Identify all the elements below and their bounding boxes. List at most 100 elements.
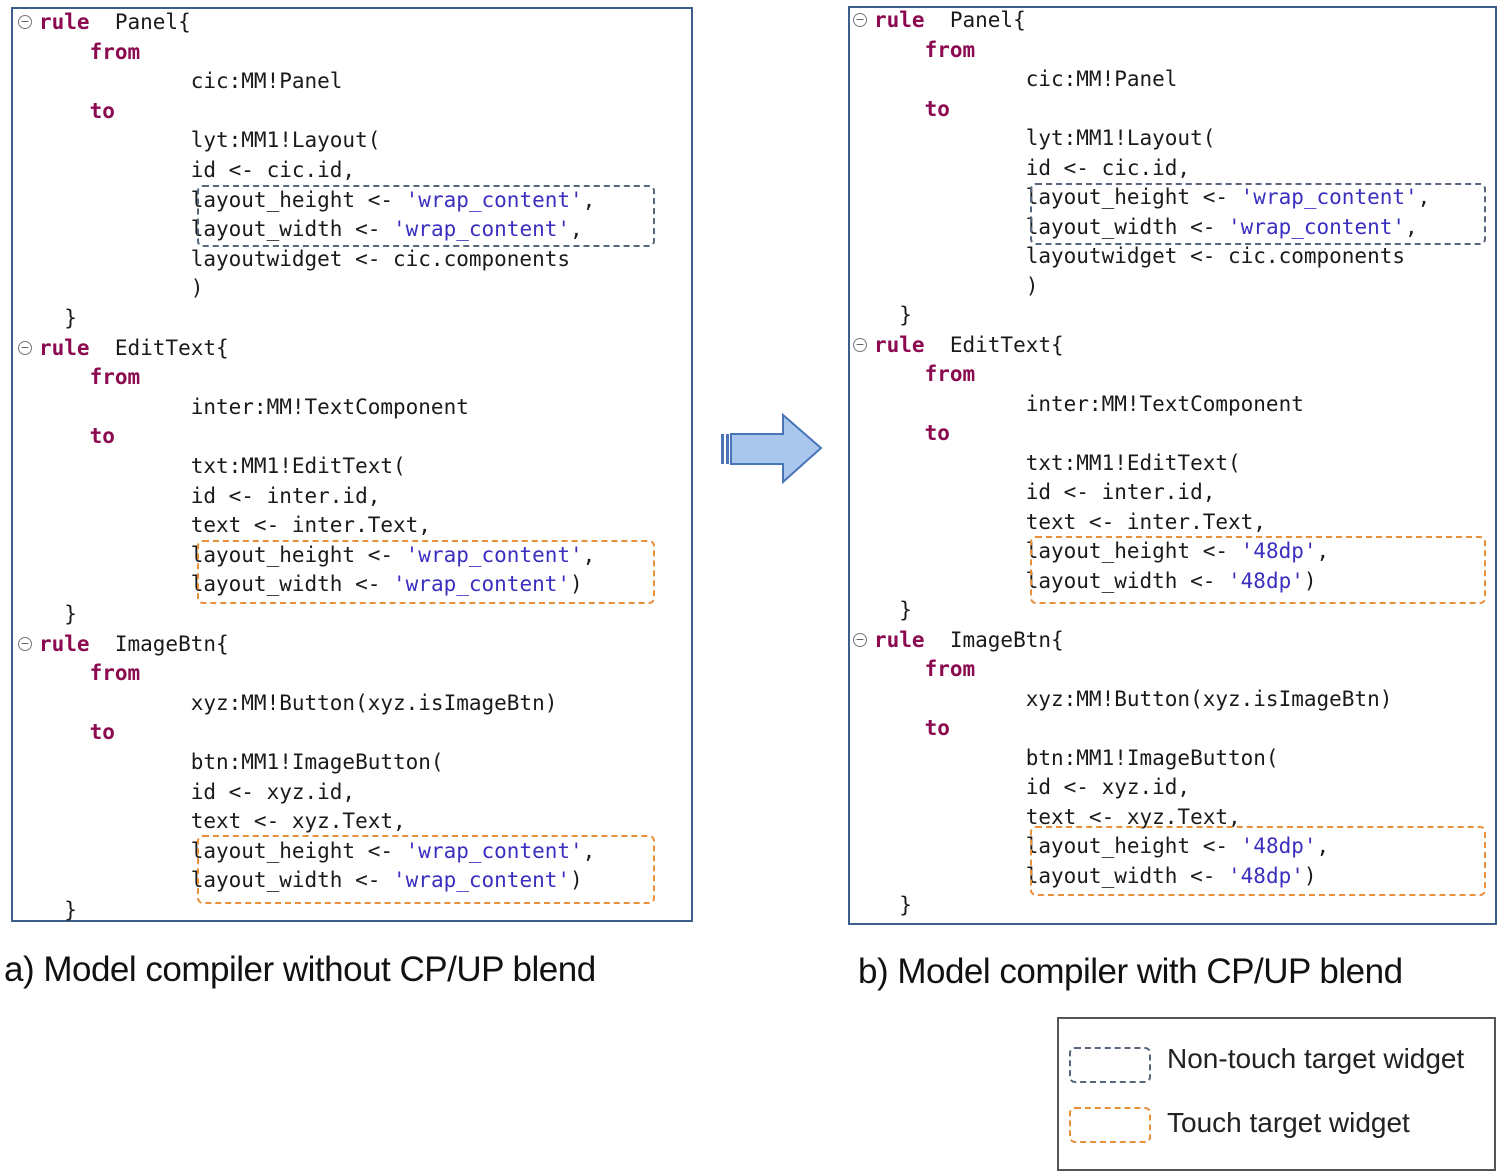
code-text: Panel{ [924, 8, 1026, 32]
code-line: id <- cic.id, [39, 155, 355, 185]
code-keyword: to [924, 716, 950, 740]
code-line: ) [874, 271, 1039, 301]
code-text: layout_height <- [874, 539, 1241, 563]
code-text: inter:MM!TextComponent [39, 394, 469, 419]
code-text: ) [39, 276, 204, 301]
code-line: from [39, 658, 141, 688]
code-line: layout_height <- '48dp', [874, 536, 1329, 566]
code-text: btn:MM1!ImageButton( [39, 750, 444, 774]
code-line: layout_width <- 'wrap_content') [39, 569, 583, 599]
code-text: , [1316, 834, 1330, 858]
code-line: from [39, 37, 141, 67]
code-text: , [582, 542, 596, 567]
code-text: layout_width <- [874, 568, 1229, 593]
collapse-minus-icon[interactable]: − [853, 632, 867, 647]
collapse-minus-icon[interactable]: − [18, 15, 32, 29]
code-keyword: to [924, 96, 950, 121]
code-string: 'wrap_content' [393, 572, 571, 597]
code-text [874, 362, 925, 386]
code-text [874, 716, 925, 740]
code-text [874, 97, 925, 121]
code-line: inter:MM!TextComponent [39, 392, 469, 422]
code-string: 'wrap_content' [405, 187, 583, 212]
code-text: id <- cic.id, [39, 158, 356, 182]
code-line: btn:MM1!ImageButton( [39, 747, 444, 777]
code-line: xyz:MM!Button(xyz.isImageBtn) [39, 688, 558, 718]
code-line: text <- inter.Text, [39, 510, 431, 540]
code-text: ) [1303, 568, 1317, 593]
code-keyword: rule [874, 332, 925, 357]
code-line: id <- xyz.id, [874, 772, 1190, 802]
code-text: layout_width <- [874, 214, 1229, 239]
legend-non-touch-label: Non-touch target widget [1167, 1043, 1465, 1074]
collapse-minus-icon[interactable]: − [853, 337, 867, 352]
code-keyword: to [89, 424, 115, 449]
code-text: xyz:MM!Button(xyz.isImageBtn) [874, 686, 1393, 711]
code-line: layout_width <- '48dp') [874, 861, 1317, 891]
code-line: to [39, 96, 115, 126]
legend: Non-touch target widget Touch target wid… [1057, 1017, 1496, 1171]
code-text: , [1316, 539, 1330, 563]
code-text: id <- inter.id, [874, 480, 1216, 504]
code-keyword: from [89, 661, 141, 686]
code-line: layout_width <- 'wrap_content', [874, 212, 1418, 242]
code-line: layout_height <- 'wrap_content', [39, 540, 596, 570]
code-text [39, 424, 90, 448]
code-text: , [1417, 185, 1431, 209]
code-line: } [39, 895, 77, 925]
code-line: } [874, 300, 912, 330]
code-panel-b: rule Panel{ − from cic:MM!Panel to lyt:MM… [848, 6, 1497, 925]
code-line: inter:MM!TextComponent [874, 389, 1304, 419]
legend-touch-label: Touch target widget [1167, 1107, 1410, 1138]
collapse-minus-icon[interactable]: − [18, 340, 32, 355]
code-text [874, 657, 925, 681]
code-text [39, 661, 90, 685]
caption-a: a) Model compiler without CP/UP blend [4, 950, 596, 989]
code-text: text <- xyz.Text, [874, 804, 1241, 829]
code-text: layout_width <- [39, 572, 394, 597]
code-text: ImageBtn{ [924, 627, 1064, 652]
code-text [39, 40, 90, 64]
code-text: text <- xyz.Text, [39, 809, 406, 834]
code-line: id <- xyz.id, [39, 777, 355, 807]
code-text: , [582, 838, 596, 863]
code-string: '48dp' [1228, 568, 1304, 593]
code-line: lyt:MM1!Layout( [874, 123, 1216, 153]
code-line: rule EditText{ [874, 330, 1064, 360]
code-text: ) [570, 868, 583, 893]
collapse-minus-icon[interactable]: − [18, 636, 32, 651]
code-panel-a: rule Panel{− from cic:MM!Panel to lyt:MM… [11, 7, 693, 922]
collapse-minus-icon[interactable]: − [853, 13, 867, 27]
touch-widget-box [197, 540, 655, 604]
code-text: layout_height <- [39, 187, 406, 212]
code-keyword: from [924, 657, 976, 681]
code-text: ) [570, 572, 583, 597]
code-line: rule EditText{ [39, 333, 229, 363]
code-line: txt:MM1!EditText( [39, 451, 406, 481]
code-line: ) [39, 273, 204, 303]
code-line: layoutwidget <- cic.components [874, 241, 1405, 271]
code-text: Panel{ [89, 10, 191, 34]
code-string: 'wrap_content' [1228, 214, 1406, 239]
code-keyword: rule [874, 8, 925, 32]
code-keyword: to [924, 421, 950, 445]
code-line: layout_width <- '48dp') [874, 566, 1317, 596]
non-touch-widget-box [1030, 183, 1486, 245]
code-text: , [570, 217, 583, 242]
code-string: 'wrap_content' [405, 542, 583, 567]
code-line: layout_width <- 'wrap_content') [39, 865, 583, 895]
code-line: } [874, 890, 912, 920]
code-text: , [1405, 214, 1418, 239]
code-text: cic:MM!Panel [39, 69, 343, 94]
code-text: lyt:MM1!Layout( [874, 126, 1216, 150]
code-keyword: from [89, 365, 141, 390]
code-text: cic:MM!Panel [874, 67, 1178, 91]
right-arrow-icon [721, 412, 823, 484]
code-text [874, 38, 925, 62]
code-line: to [39, 421, 115, 451]
code-text: } [39, 306, 77, 330]
code-line: cic:MM!Panel [39, 66, 343, 96]
code-text: } [874, 598, 912, 622]
code-line: txt:MM1!EditText( [874, 448, 1241, 478]
code-text: layout_height <- [39, 838, 406, 863]
